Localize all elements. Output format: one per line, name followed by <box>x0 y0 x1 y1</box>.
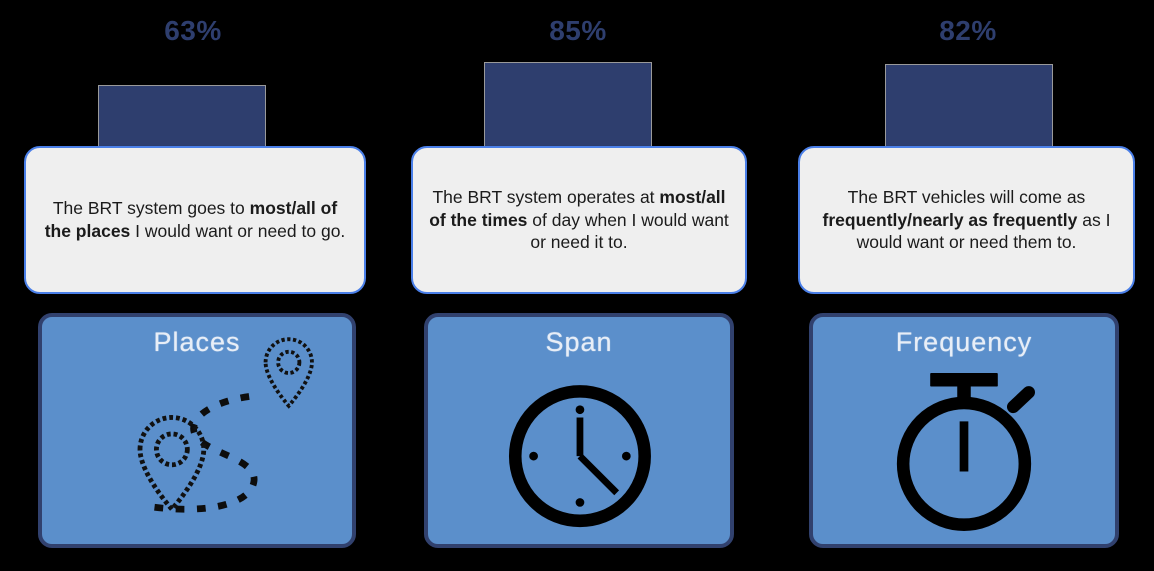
statement-card-places: The BRT system goes to most/all of the p… <box>24 146 366 294</box>
icon-panel-places: Places <box>38 313 356 548</box>
statement-card-frequency: The BRT vehicles will come as frequently… <box>798 146 1135 294</box>
statement-bold-frequency: frequently/nearly as frequently <box>822 209 1078 230</box>
statement-text-frequency: The BRT vehicles will come as frequently… <box>800 182 1133 258</box>
panel-title-span: Span <box>545 327 613 357</box>
statement-card-span: The BRT system operates at most/all of t… <box>411 146 747 294</box>
statement-after-frequency: as I would want or need them to. <box>856 209 1111 253</box>
percent-label-span: 85% <box>549 15 607 46</box>
percent-label-frequency: 82% <box>939 15 997 46</box>
bar-places <box>98 85 266 151</box>
statement-after-places: I would want or need to go. <box>130 221 346 241</box>
map-pins-route-icon <box>137 337 314 513</box>
statement-bold-places: most/all of the places <box>44 198 338 241</box>
icon-panel-span: Span <box>424 313 734 548</box>
stopwatch-icon <box>896 373 1035 531</box>
metric-column-span: 85% The BRT system operates at most/all … <box>405 0 751 571</box>
bar-frequency <box>885 64 1053 151</box>
statement-bold-span: most/all of the times <box>429 186 726 230</box>
percent-label-places: 63% <box>164 15 222 46</box>
statement-before-places: The BRT system goes to <box>52 198 250 219</box>
statement-after-span: of day when I would want or need it to. <box>527 209 729 253</box>
bar-span <box>484 62 652 151</box>
statement-before-span: The BRT system operates at <box>432 186 660 207</box>
statement-text-places: The BRT system goes to most/all of the p… <box>26 193 364 247</box>
metric-column-places: 63% The BRT system goes to most/all of t… <box>20 0 366 571</box>
icon-panel-frequency: Frequency <box>809 313 1119 548</box>
clock-icon <box>508 385 651 528</box>
metric-column-frequency: 82% The BRT vehicles will come as freque… <box>795 0 1141 571</box>
statement-before-frequency: The BRT vehicles will come as <box>847 186 1086 207</box>
panel-title-places: Places <box>153 327 241 357</box>
statement-text-span: The BRT system operates at most/all of t… <box>413 182 745 258</box>
panel-title-frequency: Frequency <box>895 327 1033 357</box>
